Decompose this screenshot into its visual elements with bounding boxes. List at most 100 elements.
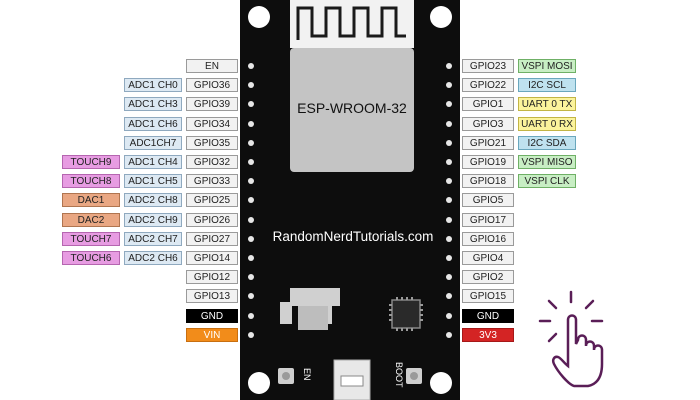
left-pin-function-adc: ADC2 CH9: [124, 212, 182, 227]
left-pin-function-adc: ADC1 CH0: [124, 78, 182, 93]
left-pin-label: GPIO36: [186, 78, 238, 93]
right-pin-label: GPIO23: [462, 59, 514, 73]
right-header-pin: [446, 274, 452, 281]
right-pin-label: GPIO5: [462, 193, 514, 208]
mounting-hole-bottom-left: [248, 372, 270, 394]
esp32-board: ESP-WROOM-32 EN BOOT: [240, 0, 460, 400]
left-header-pin: [248, 197, 254, 204]
left-pin-label: GPIO39: [186, 97, 238, 112]
right-pin-label: GND: [462, 308, 514, 323]
right-pin-label: GPIO17: [462, 212, 514, 227]
mounting-hole-top-left: [248, 6, 270, 28]
right-header-pin: [446, 197, 452, 204]
mounting-hole-top-right: [430, 6, 452, 28]
right-header-pin: [446, 312, 452, 319]
left-header-pin: [248, 101, 254, 108]
left-pin-function-adc: ADC1 CH3: [124, 97, 182, 112]
right-pin-function-i2c: I2C SDA: [518, 135, 576, 150]
right-pin-function-spi: VSPI MISO: [518, 155, 576, 169]
right-pin-function-i2c: I2C SCL: [518, 78, 576, 93]
left-pin-label: GPIO26: [186, 212, 238, 227]
left-header-pin: [248, 293, 254, 300]
left-pin-label: GPIO25: [186, 193, 238, 208]
right-pin-label: GPIO3: [462, 116, 514, 131]
boot-button[interactable]: [406, 368, 422, 384]
left-pin-function-dac: DAC2: [62, 212, 120, 227]
left-header-pin: [248, 139, 254, 146]
en-button[interactable]: [278, 368, 294, 384]
right-header-pin: [446, 82, 452, 89]
watermark: RandomNerdTutorials.com: [272, 229, 434, 244]
left-pin-label: GPIO33: [186, 174, 238, 189]
left-header-pin: [248, 312, 254, 319]
right-pin-label: GPIO19: [462, 155, 514, 169]
left-pin-label: GPIO13: [186, 289, 238, 304]
left-pin-function-touch: TOUCH8: [62, 174, 120, 189]
left-header-pin: [248, 178, 254, 185]
right-pin-label: GPIO22: [462, 78, 514, 93]
left-pin-function-adc: ADC1 CH4: [124, 155, 182, 169]
left-pin-label: EN: [186, 59, 238, 73]
mounting-hole-bottom-right: [430, 372, 452, 394]
right-pin-label: GPIO15: [462, 289, 514, 304]
left-pin-function-touch: TOUCH6: [62, 251, 120, 265]
right-header-pin: [446, 63, 452, 69]
right-header-pin: [446, 139, 452, 146]
right-pin-function-spi: VSPI MOSI: [518, 59, 576, 73]
right-pin-label: 3V3: [462, 327, 514, 342]
left-header-pin: [248, 159, 254, 165]
left-header-pin: [248, 63, 254, 69]
right-header-pin: [446, 178, 452, 185]
hand-tap-icon: [538, 290, 604, 388]
left-header-pin: [248, 82, 254, 89]
left-pin-label: GPIO14: [186, 251, 238, 265]
right-pin-function-spi: VSPI CLK: [518, 174, 576, 189]
left-header-pin: [248, 216, 254, 223]
left-pin-label: GPIO34: [186, 116, 238, 131]
right-pin-label: GPIO2: [462, 270, 514, 285]
right-header-pin: [446, 235, 452, 242]
esp-wroom-32-module: ESP-WROOM-32: [290, 48, 414, 172]
en-button-label: EN: [302, 368, 312, 381]
left-pin-label: GPIO12: [186, 270, 238, 285]
left-header-pin: [248, 235, 254, 242]
right-header-pin: [446, 159, 452, 165]
left-pin-function-adc: ADC2 CH6: [124, 251, 182, 265]
left-pin-label: VIN: [186, 327, 238, 342]
right-header-pin: [446, 255, 452, 261]
left-pin-label: GPIO32: [186, 155, 238, 169]
micro-usb-port-icon: [333, 359, 371, 400]
left-pin-function-touch: TOUCH7: [62, 231, 120, 246]
right-header-pin: [446, 216, 452, 223]
left-header-pin: [248, 274, 254, 281]
left-pin-label: GND: [186, 308, 238, 323]
right-pin-label: GPIO16: [462, 231, 514, 246]
left-pin-function-adc: ADC2 CH7: [124, 231, 182, 246]
antenna-trace-icon: [296, 6, 406, 40]
right-header-pin: [446, 293, 452, 300]
left-pin-function-touch: TOUCH9: [62, 155, 120, 169]
right-pin-label: GPIO21: [462, 135, 514, 150]
right-pin-function-uart: UART 0 TX: [518, 97, 576, 112]
left-header-pin: [248, 120, 254, 127]
left-header-pin: [248, 255, 254, 261]
right-pin-label: GPIO1: [462, 97, 514, 112]
wifi-antenna: [290, 0, 414, 48]
right-pin-function-uart: UART 0 RX: [518, 116, 576, 131]
voltage-regulator-icon: [280, 288, 340, 330]
left-pin-label: GPIO27: [186, 231, 238, 246]
right-pin-label: GPIO4: [462, 251, 514, 265]
usb-uart-chip-icon: [389, 297, 423, 331]
left-pin-function-adc: ADC1CH7: [124, 135, 182, 150]
left-pin-function-dac: DAC1: [62, 193, 120, 208]
boot-button-label: BOOT: [394, 362, 404, 388]
module-name: ESP-WROOM-32: [297, 100, 407, 116]
right-header-pin: [446, 120, 452, 127]
right-header-pin: [446, 101, 452, 108]
right-pin-label: GPIO18: [462, 174, 514, 189]
left-header-pin: [248, 331, 254, 338]
left-pin-label: GPIO35: [186, 135, 238, 150]
left-pin-function-adc: ADC1 CH6: [124, 116, 182, 131]
right-header-pin: [446, 331, 452, 338]
left-pin-function-adc: ADC1 CH5: [124, 174, 182, 189]
